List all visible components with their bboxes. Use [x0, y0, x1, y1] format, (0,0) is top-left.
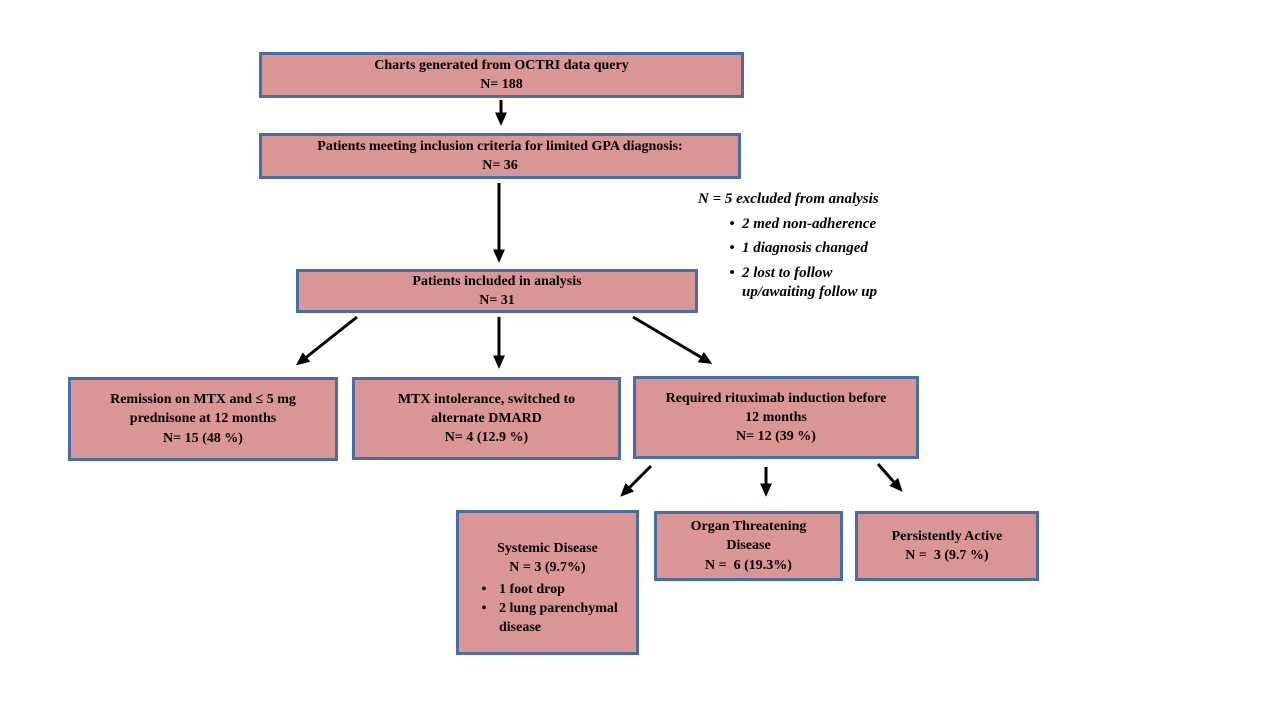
box-mtx-intolerance: MTX intolerance, switched to alternate D… — [352, 377, 621, 460]
box-count-line: N = 3 (9.7%) — [509, 560, 586, 576]
box-count-line: N = 3 (9.7 %) — [905, 548, 989, 563]
box-count-line: N= 31 — [479, 293, 515, 308]
arrow-included-to-rituximab — [632, 315, 713, 364]
box-systemic-disease: Systemic Disease N = 3 (9.7%) 1 foot dro… — [456, 510, 639, 655]
bullet-icon — [722, 239, 742, 259]
box-octri-query: Charts generated from OCTRI data query N… — [259, 52, 744, 98]
box-text-line: 12 months — [745, 409, 807, 425]
box-remission-mtx: Remission on MTX and ≤ 5 mg prednisone a… — [68, 377, 338, 461]
box-included-analysis: Patients included in analysis N= 31 — [296, 269, 698, 313]
note-bullet-item: 2 lost to follow up/awaiting follow up — [698, 264, 916, 303]
note-bullet-item: 1 diagnosis changed — [698, 239, 916, 259]
exclusion-note: N = 5 excluded from analysis 2 med non-a… — [698, 190, 916, 303]
bullet-icon — [722, 264, 742, 284]
bullet-icon — [469, 599, 499, 618]
box-text-line: Remission on MTX and ≤ 5 mg — [110, 392, 296, 408]
box-text-line: MTX intolerance, switched to — [397, 391, 576, 407]
note-bullet-text: 2 med non-adherence — [742, 215, 877, 232]
box-text-line: Disease — [726, 538, 771, 554]
box-count-line: N= 36 — [482, 158, 518, 173]
box-inclusion-criteria: Patients meeting inclusion criteria for … — [259, 133, 741, 179]
box-persistently-active: Persistently Active N = 3 (9.7 %) — [855, 511, 1039, 581]
note-bullet-text: 2 lost to follow up/awaiting follow up — [742, 264, 878, 301]
box-count-line: N= 12 (39 %) — [736, 429, 816, 445]
box-text-line: Persistently Active — [891, 528, 1003, 544]
box-text-line: Patients included in analysis — [412, 273, 582, 289]
note-bullet-item: 2 med non-adherence — [698, 215, 916, 235]
box-text-line: Organ Threatening — [690, 519, 807, 535]
systemic-disease-bullets: 1 foot drop 2 lung parenchymal disease — [465, 580, 630, 638]
arrow-rituximab-to-systemic — [620, 464, 653, 497]
note-bullet-text: 1 diagnosis changed — [742, 240, 868, 256]
box-text-line: Systemic Disease — [497, 541, 598, 556]
box-bullet-item: 2 lung parenchymal disease — [465, 599, 630, 638]
box-count-line: N= 15 (48 %) — [163, 430, 243, 446]
box-text-line: Patients meeting inclusion criteria for … — [317, 138, 683, 154]
box-text-line: prednisone at 12 months — [129, 411, 277, 427]
bullet-icon — [722, 215, 742, 235]
box-text-line: Required rituximab induction before — [665, 390, 887, 406]
box-bullet-text: 1 foot drop — [499, 581, 565, 597]
arrow-included-to-remission — [295, 315, 358, 366]
bullet-icon — [469, 580, 499, 599]
box-text-line: Charts generated from OCTRI data query — [374, 57, 629, 73]
box-rituximab-induction: Required rituximab induction before 12 m… — [633, 376, 919, 459]
box-count-line: N= 188 — [480, 77, 523, 92]
box-bullet-item: 1 foot drop — [465, 580, 630, 599]
box-count-line: N = 6 (19.3%) — [705, 557, 792, 573]
box-organ-threatening: Organ Threatening Disease N = 6 (19.3%) — [654, 511, 843, 581]
exclusion-note-bullets: 2 med non-adherence 1 diagnosis changed … — [698, 215, 916, 303]
box-count-line: N= 4 (12.9 %) — [444, 430, 529, 446]
exclusion-note-heading: N = 5 excluded from analysis — [698, 191, 879, 207]
arrow-rituximab-to-persistent — [876, 463, 903, 492]
box-text-line: alternate DMARD — [431, 410, 542, 426]
box-bullet-text: 2 lung parenchymal disease — [499, 600, 618, 636]
